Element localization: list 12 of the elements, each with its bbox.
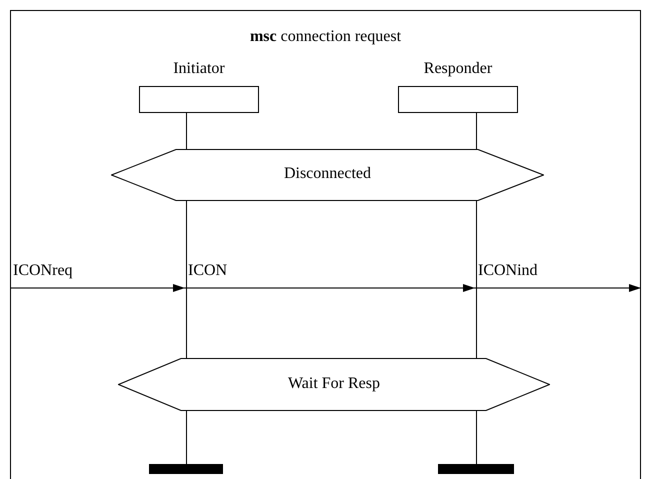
frame-heading: msc connection request (248, 28, 402, 46)
condition-hexagon (118, 358, 550, 411)
message-arrow (474, 284, 642, 292)
condition-text: Disconnected (282, 165, 372, 183)
diagram-frame (10, 10, 641, 479)
message-arrow (10, 284, 186, 292)
instance-name: Responder (422, 60, 494, 78)
condition-text: Wait For Resp (286, 374, 382, 392)
message-label: ICONreq (13, 262, 73, 280)
condition-hexagon (111, 149, 544, 201)
instance-name: Initiator (172, 60, 226, 78)
message-arrow (184, 284, 476, 292)
